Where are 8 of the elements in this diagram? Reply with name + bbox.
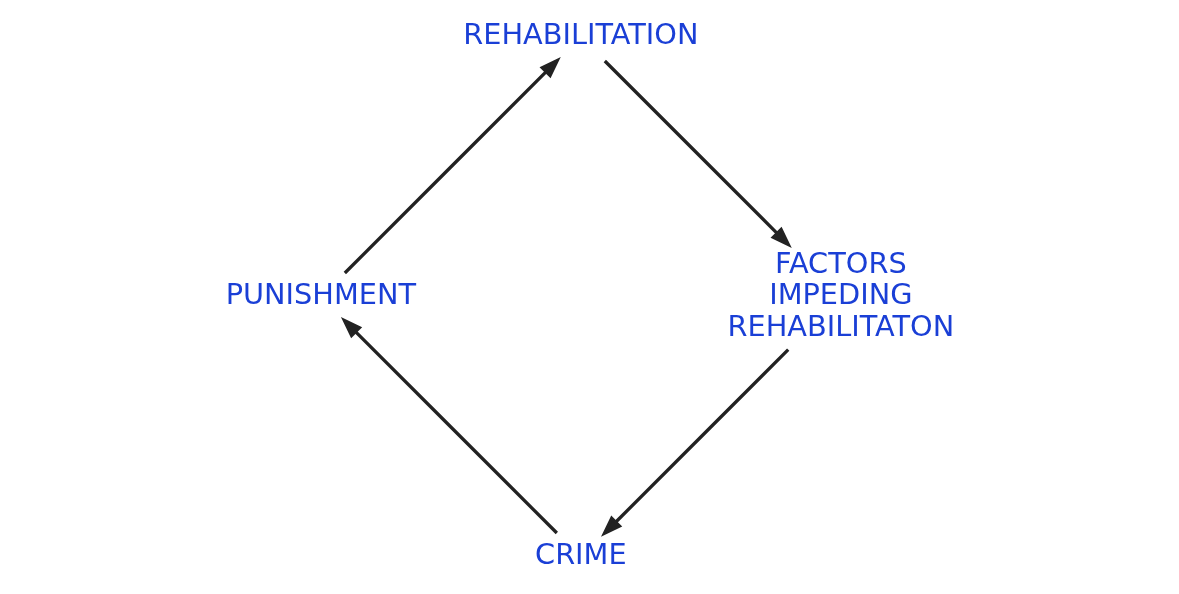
arrow — [600, 348, 789, 537]
arrow — [340, 317, 558, 535]
node-text: PUNISHMENT — [225, 277, 416, 312]
arrow — [343, 57, 561, 275]
node-text: CRIME — [534, 537, 627, 572]
arrow — [603, 59, 792, 248]
node-text: REHABILITATION — [462, 17, 698, 52]
node-text: FACTORS IMPEDING REHABILITATON — [726, 245, 954, 343]
